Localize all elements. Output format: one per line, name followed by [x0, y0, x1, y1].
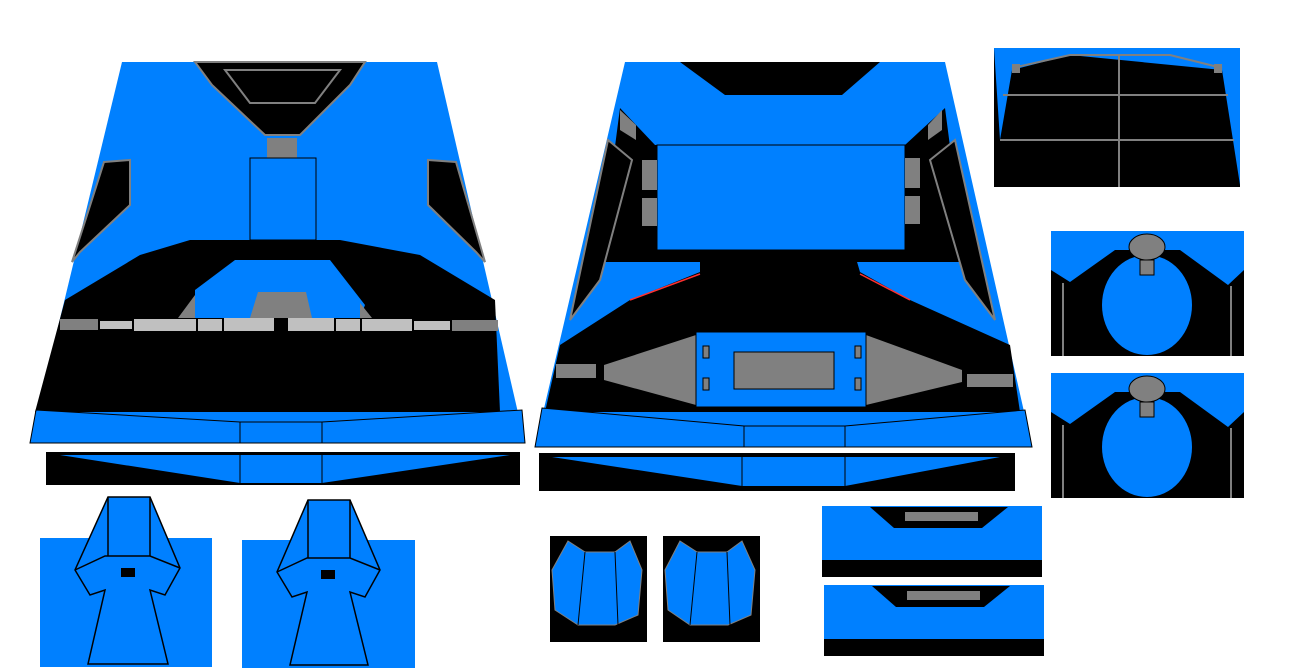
- side-panel-lower: [824, 585, 1044, 656]
- back-panel: [656, 144, 906, 251]
- leg-panel-left: [40, 496, 212, 667]
- belt: [60, 318, 498, 331]
- small-panel-right: [663, 536, 760, 642]
- buckle-side-left: [178, 295, 195, 318]
- back-collar: [680, 62, 880, 95]
- left-side-panel: [71, 158, 131, 263]
- leg-panel-right: [242, 499, 415, 668]
- arm-panel-upper: [1051, 231, 1244, 356]
- back-display: [733, 351, 835, 390]
- side-panel-upper: [822, 506, 1042, 577]
- collar: [193, 61, 367, 136]
- torso-front: [29, 61, 526, 444]
- collar-clasp: [267, 138, 297, 158]
- buckle-side-right: [360, 303, 372, 318]
- torso-back-strip: [539, 453, 1015, 491]
- top-panel: [994, 48, 1240, 187]
- right-side-panel: [427, 158, 486, 263]
- arm-joint: [1128, 233, 1166, 261]
- chest-panel: [249, 157, 317, 241]
- torso-back: [534, 62, 1033, 448]
- back-left-side: [569, 138, 634, 321]
- belt-buckle-panel: [195, 260, 365, 318]
- small-panel-left: [550, 536, 647, 642]
- back-right-side: [928, 138, 996, 321]
- torso-front-strip: [46, 452, 520, 485]
- arm-joint: [1128, 375, 1166, 403]
- collar-inner: [222, 69, 343, 104]
- belt-buckle: [250, 292, 312, 318]
- arm-panel-lower: [1051, 373, 1244, 498]
